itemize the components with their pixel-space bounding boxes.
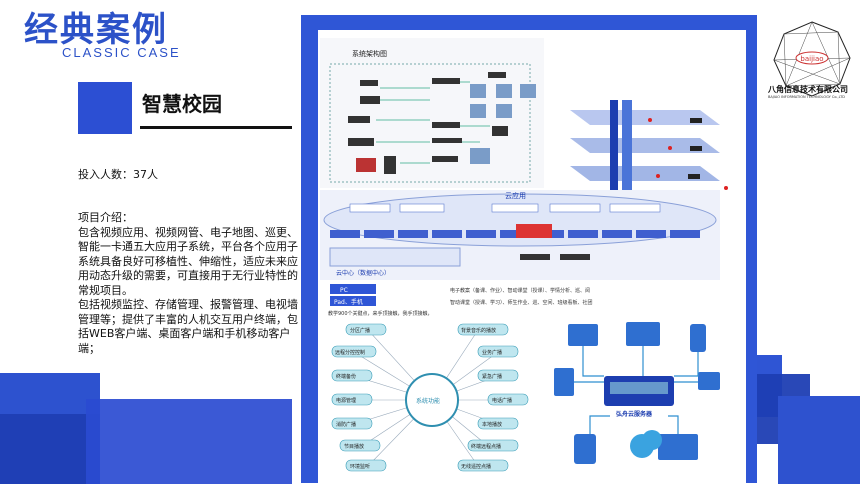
func-item: 本地播放 [482,421,502,428]
architecture-diagram-graphic: 系统架构图 [329,49,536,183]
decor-block [0,414,100,484]
case-title-underline [140,126,292,129]
title-accent-square [78,82,132,134]
collage-image: 系统架构图 [318,30,746,484]
project-intro: 项目介绍： 包含视频应用、视频网管、电子地图、巡更、智能一卡通五大应用子系统，平… [78,211,308,356]
function-center-label: 系统功能 [416,397,440,405]
func-item: 终端备份 [336,373,356,380]
collage-caption: 教学900个关键点，来手顶接触，我手顶接触， [328,310,433,317]
company-name: 八角信息技术有限公司 [768,85,848,94]
func-item: 远程分控控制 [335,349,365,356]
participants-count: 投入人数：37人 [78,168,158,181]
func-item: 紧急广播 [482,373,502,380]
function-wheel-graphic: 系统功能 分区广播 背景音乐的播放 远程分控控制 业务广播 终端备份 紧急广播 … [331,323,529,472]
cloud-title: 云应用 [505,191,526,200]
func-item: 电话广播 [492,397,512,404]
pad-label: Pad、手机 [334,298,363,306]
cloud-server-graphic: 弘舟云服务器 [554,322,720,464]
company-logo-icon: baijiao [773,21,851,97]
terminal-strip-graphic: PC Pad、手机 电子教案（备课、作业）、智动课堂（授课）、学情分析、巡、阅 … [328,284,593,317]
cloud-app-diagram: 云应用 云中心（数据中心） [320,190,720,280]
decor-block [86,399,292,484]
edu-text-1: 电子教案（备课、作业）、智动课堂（授课）、学情分析、巡、阅 [450,287,590,294]
company-name-en: BAJIAO INFORMATION TECHNOLOGY Co.,LTD [768,95,845,99]
case-title: 智慧校园 [142,92,222,116]
func-item: 环境监听 [350,463,370,470]
intro-paragraph-1: 包含视频应用、视频网管、电子地图、巡更、智能一卡通五大应用子系统，平台各个应用子… [78,225,298,297]
func-item: 业务广播 [482,349,502,356]
section-title: 经典案例 [24,10,168,50]
pc-label: PC [340,287,348,294]
func-item: 终端远程点播 [471,443,501,450]
architecture-diagram: 系统架构图 [320,38,544,188]
func-item: 无线遥控点播 [461,463,491,470]
architecture-title: 系统架构图 [352,49,387,58]
terminal-strip: PC Pad、手机 电子教案（备课、作业）、智动课堂（授课）、学情分析、巡、阅 … [320,282,740,318]
intro-paragraph-2: 包括视频监控、存储管理、报警管理、电视墙管理等；提供了丰富的人机交互用户终端，包… [78,298,298,355]
section-subtitle: CLASSIC CASE [62,45,181,60]
decor-block [778,396,860,484]
func-item: 背景音乐的播放 [461,327,496,334]
func-item: 电源管理 [336,397,356,404]
function-wheel: 系统功能 分区广播 背景音乐的播放 远程分控控制 业务广播 终端备份 紧急广播 … [318,316,546,484]
intro-heading: 项目介绍： [78,211,133,224]
logo-mark-text: baijiao [800,55,823,63]
cloud-server-diagram: 弘舟云服务器 [550,316,730,484]
func-item: 消防广播 [336,421,356,428]
server-label: 弘舟云服务器 [616,410,653,418]
edu-text-2: 智动课堂（授课、学习）、师生作业、巡、空间、班级看板、社团 [450,299,593,306]
cloud-app-graphic: 云应用 云中心（数据中心） [323,191,717,277]
cloud-center-label: 云中心（数据中心） [336,269,390,277]
func-item: 分区广播 [350,327,370,334]
func-item: 节目播放 [344,443,364,450]
